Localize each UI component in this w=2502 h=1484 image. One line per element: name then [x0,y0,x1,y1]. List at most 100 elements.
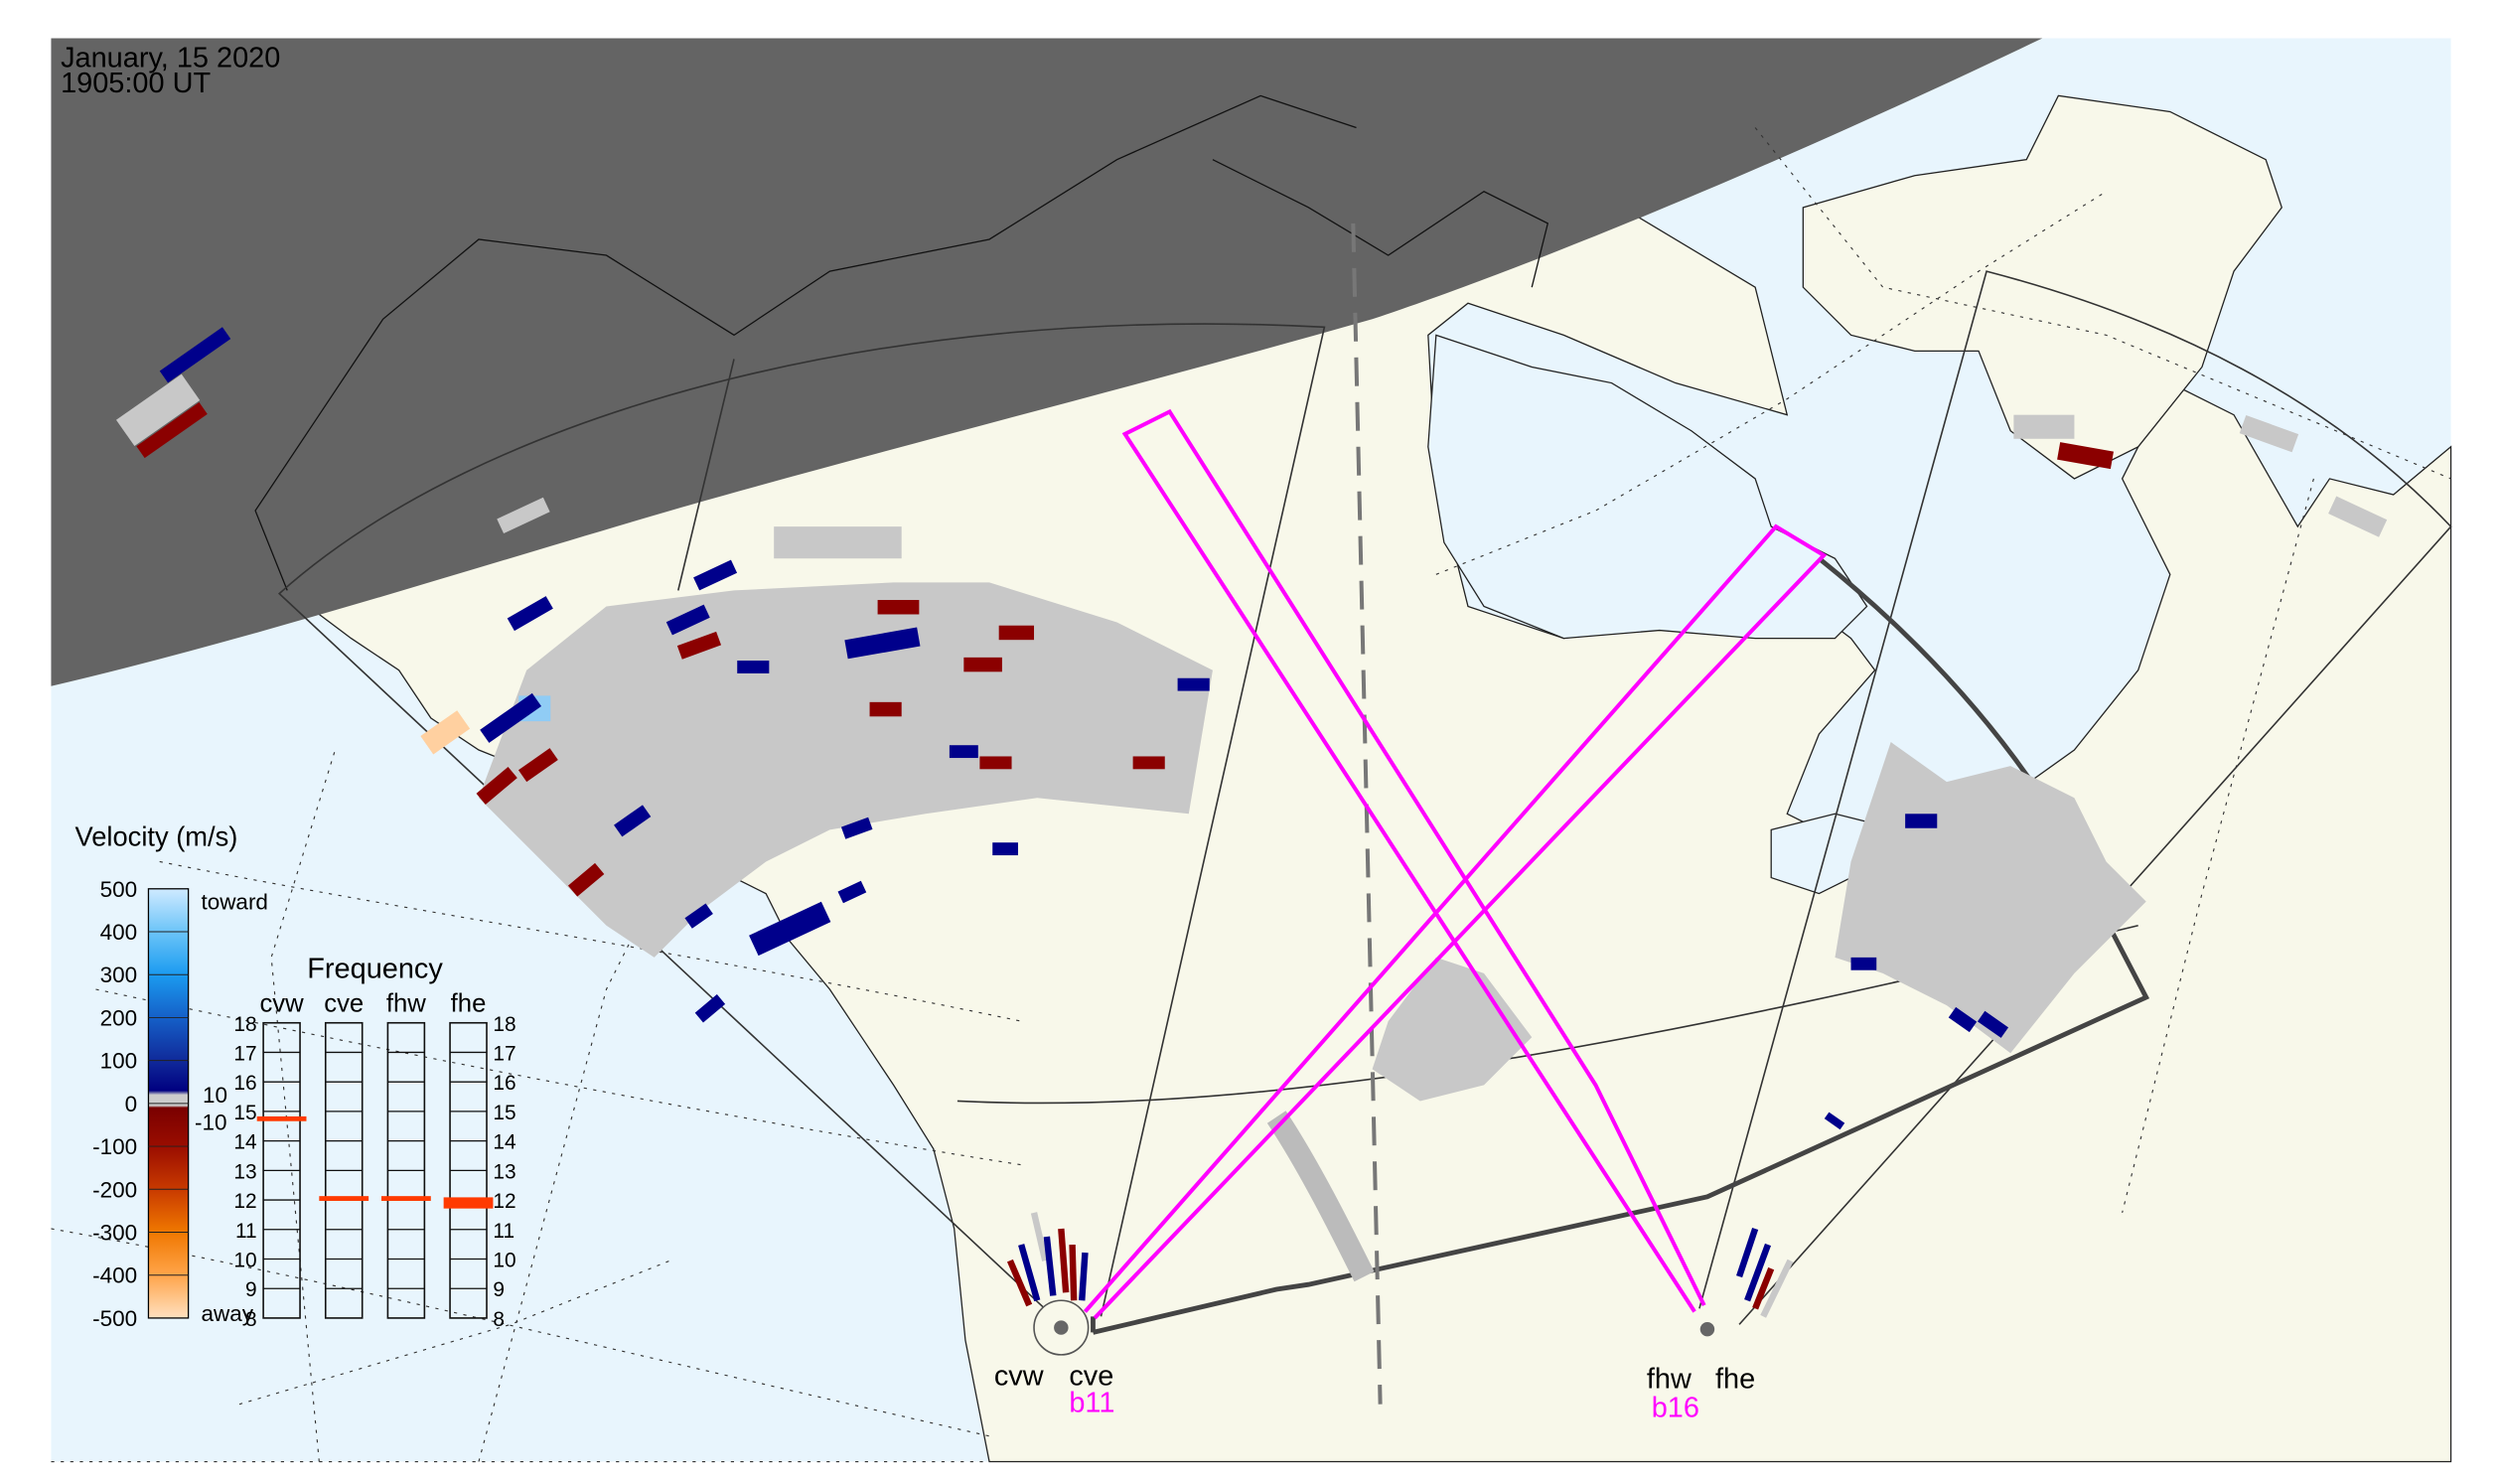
away-cell [979,756,1012,770]
freq-tick-left: 11 [235,1220,257,1243]
hudson-bay [1427,334,1868,640]
toward-label: toward [201,890,268,915]
freq-tick-right: 11 [493,1220,515,1243]
velocity-tick: -200 [92,1177,137,1202]
toward-cell [1977,1010,2009,1038]
fhw-fhe-site [1699,1321,1715,1337]
velocity-tick: -300 [92,1221,137,1246]
toward-cell [665,604,710,636]
freq-mark-cve [319,1196,369,1201]
label-cve: cve [1069,1360,1113,1392]
gray-cell [774,526,902,559]
gray-cell [115,373,201,447]
away-cell [567,862,605,897]
gray-cell [2328,496,2388,537]
freq-tick-left: 18 [233,1013,256,1036]
toward-cell [837,880,867,904]
label-fhw: fhw [1647,1364,1692,1396]
away-cell [476,767,517,805]
toward-cell [949,745,978,759]
freq-tick-left: 14 [233,1131,256,1154]
away-cell [963,657,1002,672]
freq-tick-left: 13 [233,1160,256,1183]
freq-mark-fhw [380,1196,431,1201]
gray-label-lower: -10 [195,1110,227,1134]
toward-cell [507,596,553,632]
ground-scatter-band [1266,1111,1375,1282]
near-range-cells [1006,1212,1794,1318]
toward-cell [840,816,873,839]
velocity-title: Velocity (m/s) [75,820,238,851]
graticule [51,127,2451,1463]
away-cell [1132,756,1165,770]
freq-radar-label-fhe: fhe [451,989,487,1017]
velocity-tick: 200 [100,1005,138,1030]
freq-radar-label-cvw: cvw [259,989,304,1017]
velocity-tick: 0 [125,1092,138,1116]
toward-cell [694,994,726,1023]
freq-tick-left: 15 [233,1102,256,1124]
freq-tick-right: 9 [493,1278,505,1301]
toward-cell [1177,677,1210,691]
gray-label-upper: 10 [203,1083,227,1108]
freq-tick-right: 10 [493,1250,515,1272]
light-cell [420,710,471,755]
freq-tick-left: 12 [233,1190,256,1213]
freq-tick-left: 8 [245,1308,257,1331]
velocity-tick: 500 [100,877,138,902]
cvw-cve-site [1054,1320,1069,1335]
label-cvw: cvw [994,1360,1044,1392]
freq-tick-left: 16 [233,1072,256,1095]
toward-cell [737,661,770,673]
freq-tick-right: 14 [493,1131,515,1154]
velocity-colorbar: Velocity (m/s) 5004003002001000-100-200-… [75,820,268,1331]
away-cell [2057,442,2114,470]
velocity-tick: -100 [92,1134,137,1159]
gray-cell [2013,414,2075,439]
toward-cell [1850,957,1877,970]
scatter-cells [115,327,2388,1356]
freq-tick-left: 10 [233,1250,256,1272]
gray-scatter-central [1372,957,1533,1102]
away-cell [877,600,920,615]
velocity-tick: -500 [92,1306,137,1331]
away-cell [998,625,1035,641]
beams [1083,408,1828,1320]
freq-tick-right: 17 [493,1042,515,1065]
label-beam-b16: b16 [1652,1393,1699,1424]
beam-b16-fhw [1121,408,1706,1313]
date-label: January, 15 2020 [61,42,280,74]
freq-mark-fhe [443,1197,494,1209]
freq-mark-cvw [256,1115,307,1121]
gray-cell [497,497,550,534]
velocity-tick: 400 [100,920,138,945]
away-cell [136,402,208,459]
freq-tick-right: 15 [493,1102,515,1124]
away-cell [676,631,722,660]
freq-tick-right: 13 [493,1160,515,1183]
freq-tick-right: 8 [493,1308,505,1331]
frequency-title: Frequency [307,954,443,985]
freq-radar-label-fhw: fhw [386,989,426,1017]
toward-cell [480,692,542,743]
away-label: away [201,1301,253,1326]
night-coastline [254,94,1549,591]
gray-scatter-cvw [478,582,1213,958]
freq-tick-right: 12 [493,1190,515,1213]
freq-tick-right: 18 [493,1013,515,1036]
night-terminator [51,38,2043,686]
toward-cell [992,842,1018,856]
freq-tick-left: 17 [233,1042,256,1065]
velocity-tick: 100 [100,1049,138,1074]
freq-tick-right: 16 [493,1072,515,1095]
time-label: 1905:00 UT [61,68,211,99]
toward-cell [844,627,921,660]
toward-cell [693,559,738,591]
label-fhe: fhe [1715,1364,1755,1396]
beam-b11-cve [1083,523,1828,1320]
toward-cell [1905,814,1938,828]
freq-tick-left: 9 [245,1278,257,1301]
toward-cell [159,327,231,383]
